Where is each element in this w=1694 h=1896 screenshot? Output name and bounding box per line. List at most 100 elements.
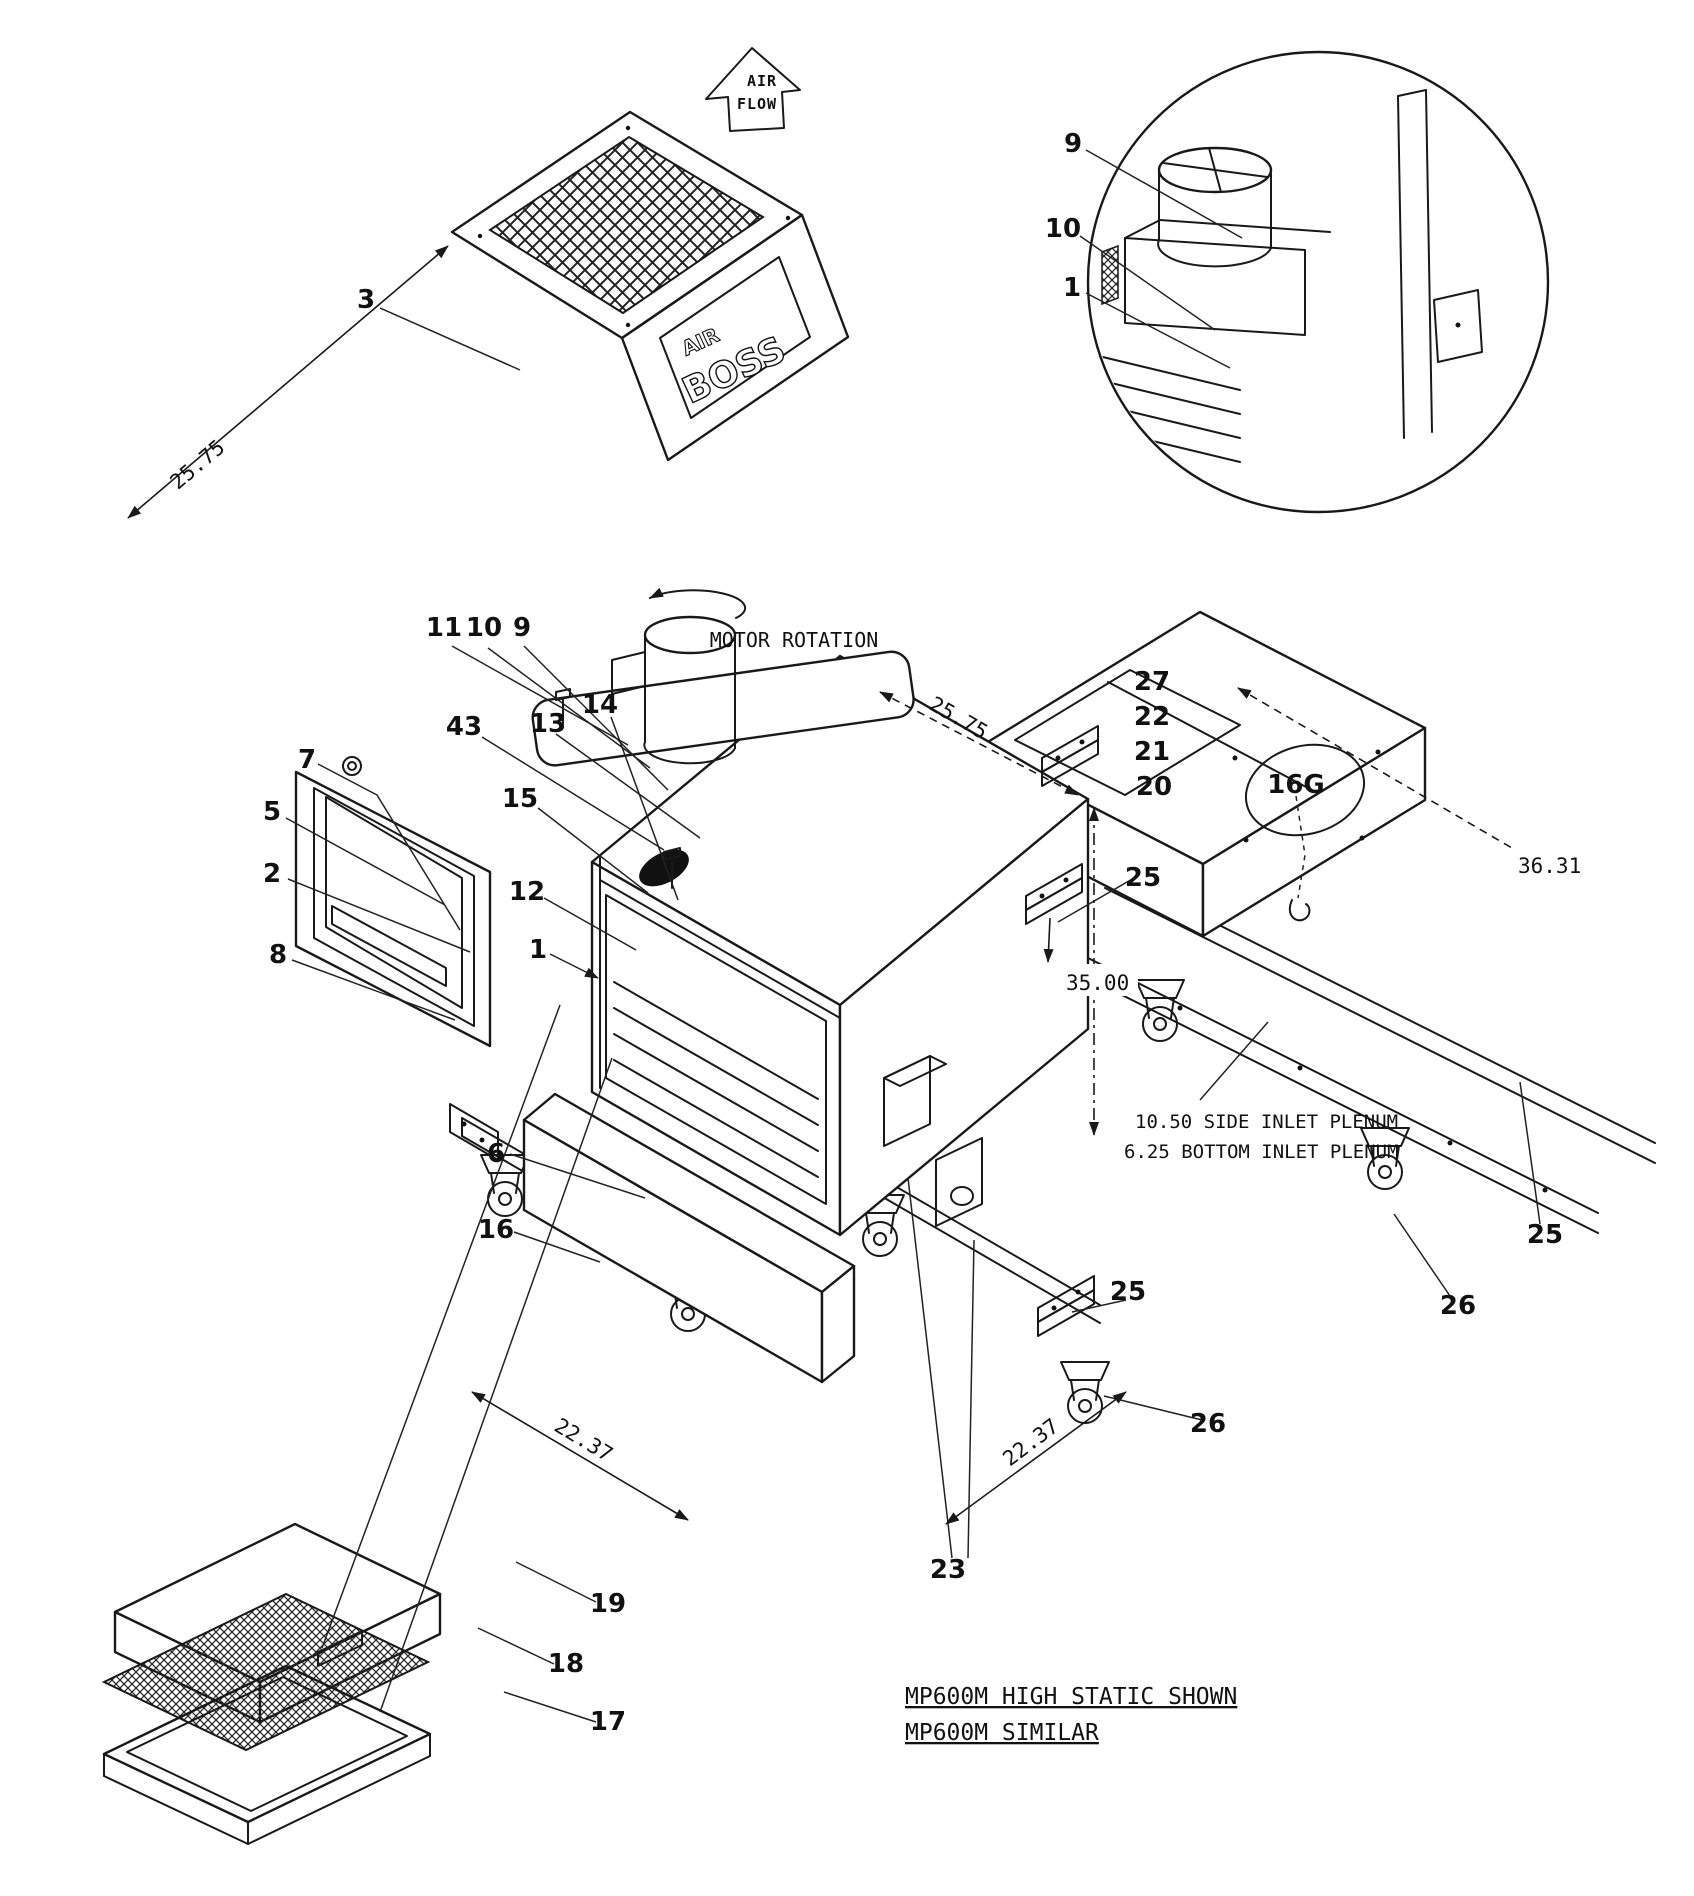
dim-top-panel-width: 25.75 (166, 435, 230, 494)
bolt-head (663, 847, 681, 861)
corner-post-top (1397, 89, 1427, 97)
callout-2: 2 (263, 859, 281, 889)
junction-box-screw (1455, 322, 1461, 328)
door-inner-frame (313, 787, 475, 1027)
leader-line-18 (477, 1627, 555, 1665)
dim-text-mask (1058, 964, 1138, 996)
dim-line-base-left (471, 1391, 689, 1521)
leader-line-detail-9 (1085, 149, 1243, 239)
leader-line-detail-1 (1085, 292, 1231, 369)
callout-9: 9 (513, 613, 531, 643)
callout-7: 7 (298, 745, 316, 775)
dim-arrow-bracket (1043, 917, 1054, 963)
corner-post-edge (1425, 89, 1433, 433)
air-flow-arrow-shape (705, 47, 801, 132)
leader-line-1 (549, 953, 599, 979)
panel-mesh-area (488, 135, 765, 315)
install-reference-line (379, 1057, 613, 1713)
callout-detail-10: 10 (1045, 214, 1081, 244)
plenum-bolt-hole (1375, 749, 1381, 755)
latch-knob (342, 756, 362, 776)
j-hook (1288, 899, 1311, 922)
leader-line-15 (537, 807, 649, 894)
callout-27: 27 (1134, 667, 1170, 697)
plenum-bolt-hole (1232, 755, 1238, 761)
inlet-gasket (639, 849, 689, 887)
note-leader (1199, 1021, 1269, 1101)
callout-43: 43 (446, 712, 482, 742)
plenum-right-face (1201, 726, 1427, 938)
air-flow-text-line1: AIR (747, 72, 777, 90)
outlet-port (950, 1186, 974, 1206)
motor-terminal-box (611, 651, 646, 695)
callout-25-rail: 25 (1527, 1220, 1563, 1250)
footer-line2: MP600M SIMILAR (905, 1720, 1099, 1746)
door-outer-frame (294, 770, 492, 1048)
rail-edge (849, 1177, 1101, 1324)
gasket-strip (1101, 244, 1119, 306)
callout-25-base: 25 (1110, 1277, 1146, 1307)
leader-line-43 (481, 736, 665, 851)
filter-rack-slat (613, 1033, 819, 1152)
starter-box-top (883, 1055, 947, 1087)
callout-13: 13 (530, 709, 566, 739)
filter-rack-slat (613, 1059, 819, 1178)
leader-line-16 (513, 1231, 601, 1263)
callout-16: 16 (478, 1215, 514, 1245)
latch-knob-center (347, 761, 357, 771)
leader-line-26-base (1103, 1395, 1203, 1421)
plenum-opening (1014, 669, 1241, 796)
callout-10: 10 (466, 613, 502, 643)
filter-rack-slat (613, 981, 819, 1100)
rail-hole (461, 1121, 467, 1127)
outlet-box (935, 1137, 983, 1227)
leader-line-17 (503, 1691, 597, 1723)
leader-line-13 (555, 733, 701, 839)
rail-hole (1297, 1065, 1303, 1071)
dim-line-cabinet-depth (879, 691, 1079, 796)
plenum-divider (1107, 681, 1309, 789)
motor-mount-plate (531, 650, 915, 767)
dim-line-top-panel (127, 245, 449, 519)
detail-circle-outline (1086, 50, 1550, 514)
callout-16g: 16G (1267, 770, 1325, 800)
leader-line-14 (610, 716, 679, 901)
install-reference-line (321, 1004, 561, 1649)
callout-8: 8 (269, 940, 287, 970)
panel-screw (785, 215, 791, 221)
callout-15: 15 (502, 784, 538, 814)
leader-line-2 (287, 878, 471, 953)
logo-text-air: AIR (678, 323, 723, 361)
detail-circle: 9 10 1 (1045, 50, 1550, 514)
filter-stack (101, 1004, 613, 1845)
motor-assembly: MOTOR ROTATION (531, 587, 915, 889)
callout-18: 18 (548, 1649, 584, 1679)
cabinet-front-band (599, 879, 841, 1019)
footer-note: MP600M HIGH STATIC SHOWN MP600M SIMILAR (905, 1684, 1237, 1746)
rail-end-plate (449, 1103, 499, 1161)
door-inner-frame2 (325, 796, 463, 1009)
callout-numbers: 3 11 10 9 43 13 14 15 7 5 2 8 12 1 6 16 … (263, 285, 1226, 1737)
rail-hole (1177, 1005, 1183, 1011)
logo-window (659, 256, 811, 419)
detail-circle-contents (1090, 89, 1483, 463)
leader-line-9 (523, 645, 669, 791)
footer-line1: MP600M HIGH STATIC SHOWN (905, 1684, 1237, 1710)
callout-17: 17 (590, 1707, 626, 1737)
frame-bottom-edge (247, 1755, 431, 1845)
panel-screw (625, 125, 631, 131)
air-flow-text-line2: FLOW (737, 95, 777, 113)
top-mesh-panel: AIR BOSS (450, 110, 850, 462)
access-door (294, 756, 492, 1048)
inlet-note-line2: 6.25 BOTTOM INLET PLENUM (1124, 1141, 1399, 1163)
filter-frame-inner (126, 1676, 408, 1812)
dim-rail-length: 36.31 (1518, 854, 1581, 878)
outlet-cross-brace (1208, 147, 1222, 193)
bolt-head (555, 688, 571, 701)
leader-line-7 (317, 763, 461, 931)
caster (1060, 1361, 1110, 1424)
motor-rotation-arrow (649, 587, 747, 619)
plenum-bolt-hole (1359, 835, 1365, 841)
leader-line-6 (509, 1153, 646, 1199)
